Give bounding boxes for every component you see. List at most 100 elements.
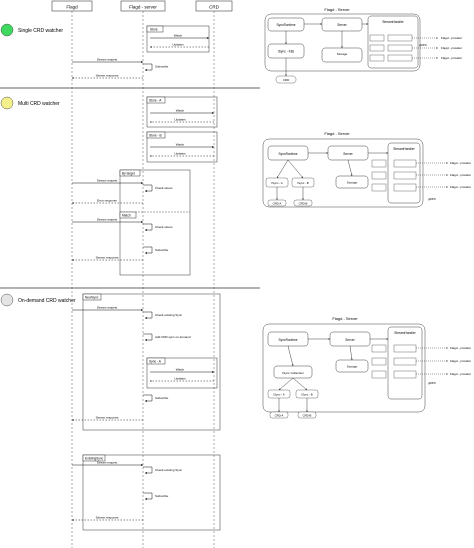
arch-diagram-2: Flagd - Server SyncRuntime Server Stream… xyxy=(262,131,471,208)
frame-by-target xyxy=(119,169,191,276)
svg-text:Subscribe: Subscribe xyxy=(155,65,169,69)
svg-text:CRD: CRD xyxy=(283,78,290,82)
svg-text:Stream request: Stream request xyxy=(97,179,118,183)
svg-text:ISync - A: ISync - A xyxy=(271,181,282,185)
svg-text:Stream request: Stream request xyxy=(97,218,118,222)
svg-text:Server: Server xyxy=(343,152,353,156)
section-title-ondemand: On-demand CRD watcher xyxy=(18,298,76,304)
frame-new-sync xyxy=(82,293,221,431)
svg-text:Stream response: Stream response xyxy=(96,256,119,260)
lane-label-flagd: Flagd xyxy=(66,5,78,10)
svg-text:Sync - A: Sync - A xyxy=(149,360,162,364)
svg-text:Flagd - provider: Flagd - provider xyxy=(441,56,462,60)
frame-store-b xyxy=(146,131,218,163)
svg-text:ISync - K8s: ISync - K8s xyxy=(278,50,295,54)
frame-sync-a xyxy=(146,357,218,389)
svg-text:SyncRuntime: SyncRuntime xyxy=(279,152,298,156)
section-title-single: Single CRD watcher xyxy=(18,28,63,34)
svg-text:Flagd - Server: Flagd - Server xyxy=(332,316,358,321)
svg-text:CRD-B: CRD-B xyxy=(303,414,312,418)
svg-text:Check stores: Check stores xyxy=(155,186,173,190)
section-single: Single CRD watcher Store Watch Updates S… xyxy=(0,23,210,78)
msg-subscribe xyxy=(143,63,153,71)
svg-text:Stream response: Stream response xyxy=(96,74,119,78)
lane-label-server: Flagd - server xyxy=(129,5,157,10)
svg-text:Store - B: Store - B xyxy=(149,134,162,138)
svg-text:Stream request: Stream request xyxy=(97,461,118,465)
svg-text:Flagd - provider: Flagd - provider xyxy=(441,46,462,50)
svg-text:gRPC: gRPC xyxy=(428,381,437,385)
svg-text:Stream response: Stream response xyxy=(96,516,119,520)
svg-text:gRPC: gRPC xyxy=(428,197,437,201)
svg-text:Check stores: Check stores xyxy=(155,225,173,229)
svg-text:Subscribe: Subscribe xyxy=(155,494,169,498)
svg-text:Storage: Storage xyxy=(347,365,358,369)
svg-text:Stream response: Stream response xyxy=(96,416,119,420)
svg-text:Store - A: Store - A xyxy=(149,99,162,103)
svg-text:Add CRD sync on demand: Add CRD sync on demand xyxy=(155,335,191,339)
svg-text:Watch: Watch xyxy=(176,143,185,147)
svg-text:ExistingSync: ExistingSync xyxy=(85,457,104,461)
box-crd xyxy=(275,75,297,84)
svg-text:ISync - B: ISync - B xyxy=(297,181,308,185)
section-marker-ondemand xyxy=(0,293,14,307)
svg-text:CRD-A: CRD-A xyxy=(275,414,284,418)
frame-store-a xyxy=(146,96,218,128)
lane-headers: Flagd Flagd - server CRD xyxy=(51,0,233,12)
frame-store xyxy=(146,25,210,53)
frame-store-label: Store xyxy=(150,28,158,32)
svg-text:ISync - B: ISync - B xyxy=(301,393,312,397)
svg-text:Stream request: Stream request xyxy=(97,306,118,310)
svg-text:Flagd - Server: Flagd - Server xyxy=(324,131,350,136)
svg-text:Check existing Sync: Check existing Sync xyxy=(155,468,183,472)
svg-text:CRD-B: CRD-B xyxy=(299,202,308,206)
svg-text:Updates: Updates xyxy=(174,152,186,156)
section-title-multi: Multi CRD watcher xyxy=(18,101,60,107)
svg-text:StreamHandler: StreamHandler xyxy=(382,20,404,24)
lifelines xyxy=(71,11,215,548)
svg-text:Updates: Updates xyxy=(172,43,184,47)
section-marker-multi xyxy=(0,96,14,110)
svg-text:Flagd - provider: Flagd - provider xyxy=(450,185,471,189)
svg-text:Flagd - provider: Flagd - provider xyxy=(441,36,462,40)
svg-text:Flagd - provider: Flagd - provider xyxy=(450,161,471,165)
svg-text:Error response: Error response xyxy=(97,199,117,203)
svg-text:SyncRuntime: SyncRuntime xyxy=(279,338,298,342)
svg-text:Match: Match xyxy=(122,214,131,218)
svg-text:ISync Collection: ISync Collection xyxy=(282,371,304,375)
lane-label-crd: CRD xyxy=(209,5,219,10)
svg-text:Flagd - provider: Flagd - provider xyxy=(450,346,471,350)
svg-text:Flagd - provider: Flagd - provider xyxy=(450,372,471,376)
frame-existing-sync xyxy=(82,454,221,531)
svg-text:Flagd - provider: Flagd - provider xyxy=(450,173,471,177)
svg-text:gRPC: gRPC xyxy=(419,43,428,47)
svg-text:Updates: Updates xyxy=(174,118,186,122)
svg-text:Subscribe: Subscribe xyxy=(155,396,169,400)
arch-diagram-3: Flagd - Server SyncRuntime Server Stream… xyxy=(262,316,471,419)
svg-text:Flagd - provider: Flagd - provider xyxy=(450,359,471,363)
svg-text:StreamHandler: StreamHandler xyxy=(394,331,416,335)
svg-text:Storage: Storage xyxy=(347,181,358,185)
svg-text:Server: Server xyxy=(337,23,347,27)
section-multi: Multi CRD watcher Store - A Watch Update… xyxy=(0,96,218,276)
arch-diagram-1: Flagd - Server SyncRuntime Server Stream… xyxy=(264,7,462,84)
svg-text:Subscribe: Subscribe xyxy=(155,248,169,252)
svg-text:Watch: Watch xyxy=(174,34,183,38)
svg-text:ISync - A: ISync - A xyxy=(273,393,284,397)
svg-text:SyncRuntime: SyncRuntime xyxy=(277,23,296,27)
svg-text:Flagd - Server: Flagd - Server xyxy=(324,7,350,12)
svg-text:Server: Server xyxy=(345,338,355,342)
svg-text:Check existing Sync: Check existing Sync xyxy=(155,313,183,317)
svg-text:Storage: Storage xyxy=(337,52,348,56)
svg-text:Watch: Watch xyxy=(176,109,185,113)
section-marker-single xyxy=(0,23,14,37)
svg-text:Updates: Updates xyxy=(174,377,186,381)
svg-text:By target: By target xyxy=(122,172,135,176)
section-dividers xyxy=(0,87,260,289)
section-ondemand: On-demand CRD watcher NewSync Stream req… xyxy=(0,293,221,531)
svg-text:StreamHandler: StreamHandler xyxy=(393,147,415,151)
svg-text:Stream request: Stream request xyxy=(97,58,118,62)
svg-text:NewSync: NewSync xyxy=(85,296,99,300)
